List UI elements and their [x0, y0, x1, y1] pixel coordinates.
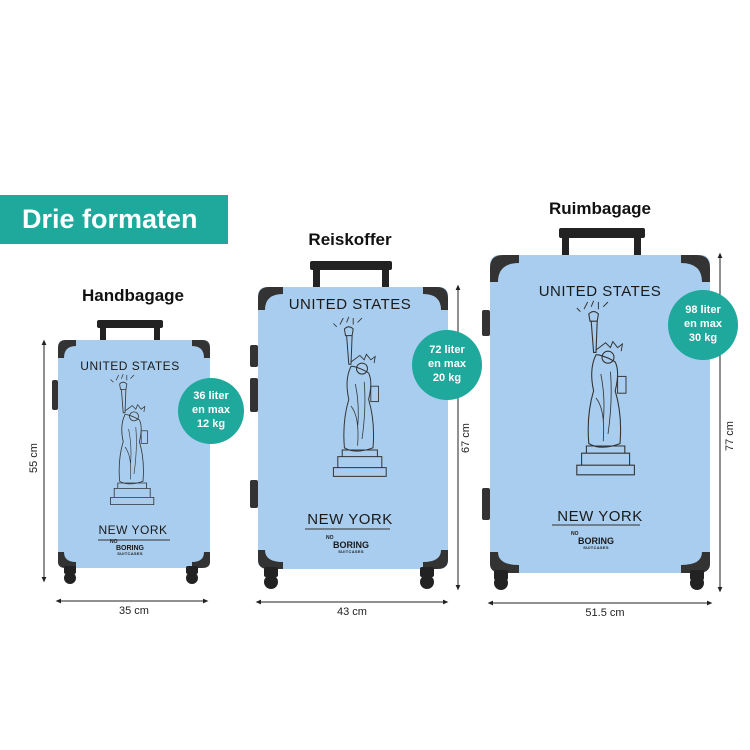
height-label-ruimbagage: 77 cm	[724, 421, 736, 451]
width-label-reiskoffer: 43 cm	[337, 606, 367, 618]
case3-brand-logo: NO BORING SUITCASES	[571, 532, 621, 550]
case3-bottom-text: NEW YORK	[557, 508, 643, 525]
case2-brand-name: BORING	[333, 540, 369, 550]
case1-brand-name: BORING	[116, 545, 144, 552]
case1-brand-no: NO	[110, 539, 118, 545]
suitcase-ruimbagage	[482, 228, 723, 606]
case1-brand-logo: NO BORING SUITCASES	[110, 540, 150, 556]
case2-bottom-text: NEW YORK	[307, 511, 393, 528]
height-label-handbagage: 55 cm	[28, 443, 40, 473]
case3-brand-no: NO	[571, 531, 579, 537]
case1-bottom-text: NEW YORK	[98, 523, 168, 537]
case1-brand-sub: SUITCASES	[117, 551, 143, 556]
width-label-ruimbagage: 51.5 cm	[585, 607, 625, 619]
width-label-handbagage: 35 cm	[119, 605, 149, 617]
case3-brand-name: BORING	[578, 536, 614, 546]
case3-brand-sub: SUITCASES	[583, 545, 609, 550]
suitcase-reiskoffer	[250, 261, 461, 605]
formats-banner: Drie formaten	[0, 195, 228, 244]
title-reiskoffer: Reiskoffer	[308, 230, 392, 249]
case1-top-text: UNITED STATES	[80, 359, 180, 373]
case2-brand-no: NO	[326, 535, 334, 541]
case2-brand-logo: NO BORING SUITCASES	[326, 536, 376, 554]
height-label-reiskoffer: 67 cm	[460, 423, 472, 453]
title-handbagage: Handbagage	[81, 286, 185, 305]
case3-top-text: UNITED STATES	[538, 283, 662, 300]
case2-brand-sub: SUITCASES	[338, 549, 364, 554]
suitcase-handbagage	[41, 320, 210, 604]
case2-top-text: UNITED STATES	[288, 296, 412, 313]
title-ruimbagage: Ruimbagage	[548, 199, 652, 218]
